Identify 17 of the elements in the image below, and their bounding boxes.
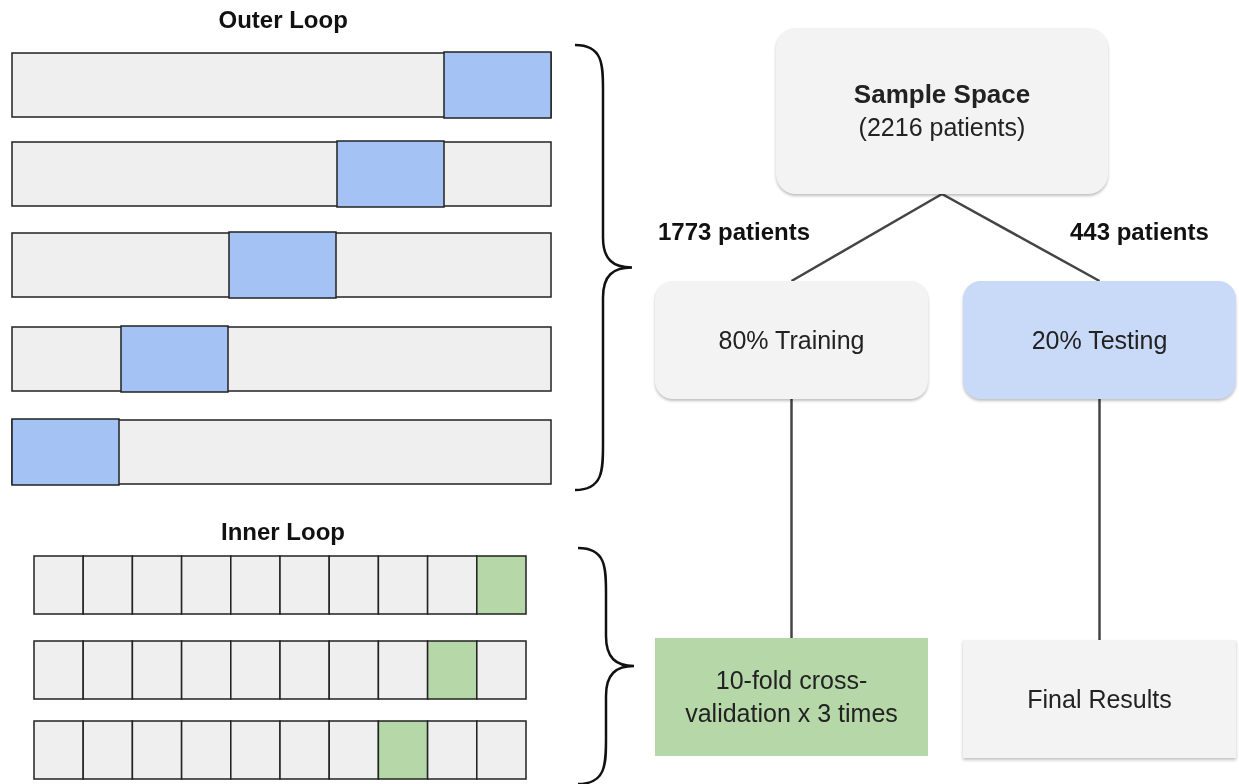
box-text: Final Results (1027, 683, 1172, 715)
process-box (963, 640, 1236, 758)
connector-line (790, 192, 943, 283)
process-box (655, 638, 928, 756)
connector-line (941, 192, 1101, 283)
connector-line (1098, 399, 1101, 640)
process-box (776, 28, 1108, 194)
section-heading: Outer Loop (218, 6, 348, 34)
connector-line (790, 399, 793, 638)
box-text: 10-fold cross-validation x 3 times (684, 665, 899, 729)
box-text: 20% Testing (1031, 324, 1168, 356)
box-text: (2216 patients) (858, 112, 1026, 143)
process-box (963, 281, 1236, 399)
process-box (655, 281, 928, 399)
box-text: Sample Space (853, 78, 1031, 111)
section-heading: Inner Loop (221, 518, 345, 546)
box-text: 80% Training (718, 324, 865, 356)
